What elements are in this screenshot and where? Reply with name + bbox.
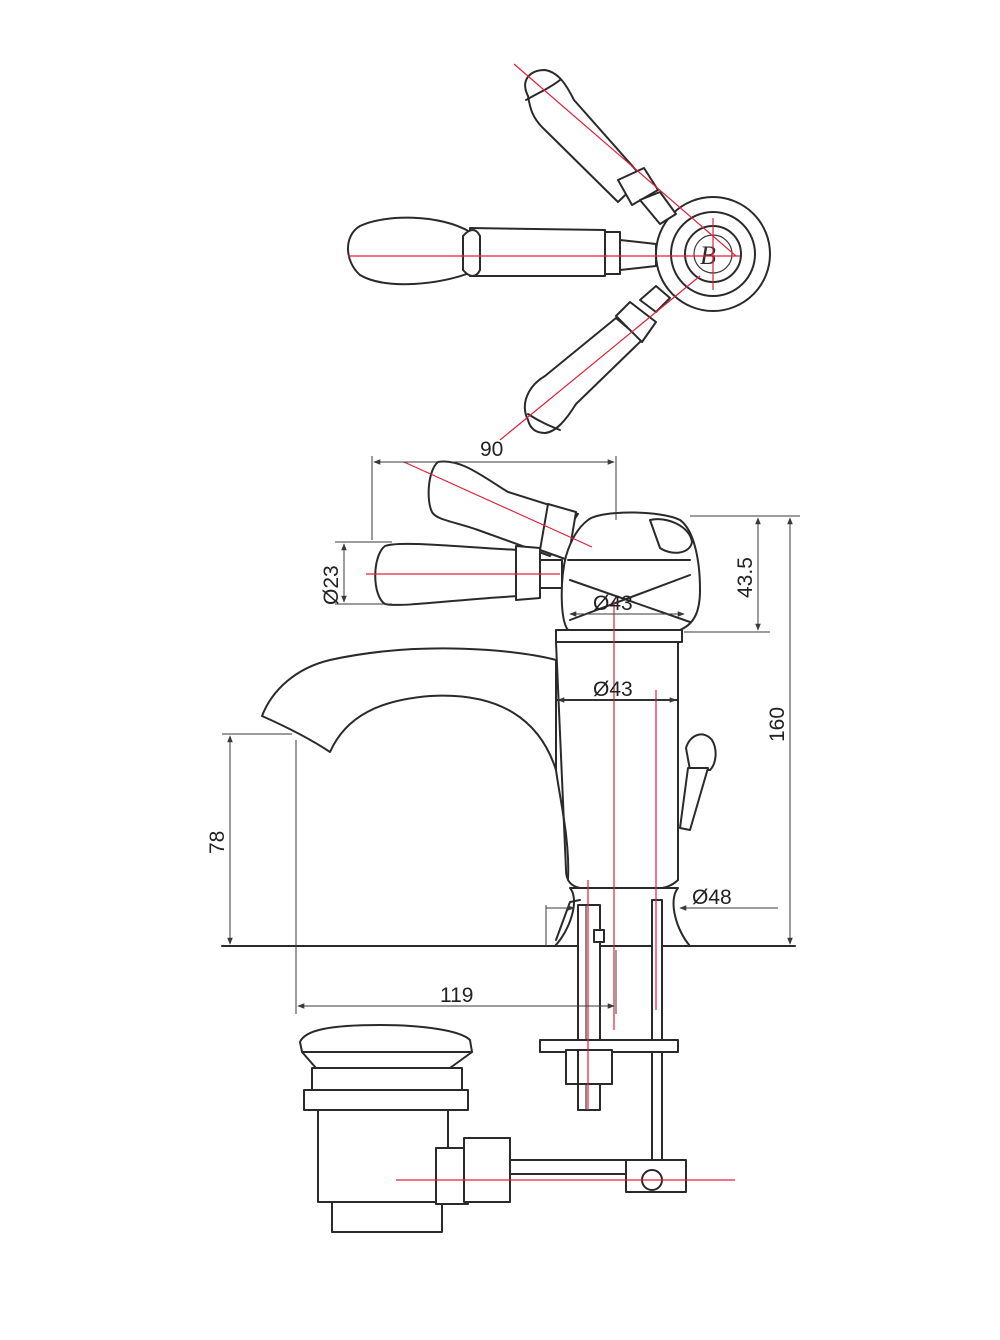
dim-handle-diameter: Ø23 bbox=[320, 565, 343, 605]
popup-waste bbox=[299, 1024, 687, 1233]
lift-rod-lower bbox=[651, 899, 663, 1171]
base-flange bbox=[554, 887, 691, 947]
dim-top-diameter: Ø43 bbox=[593, 592, 633, 615]
hub-middle-ring bbox=[670, 211, 756, 297]
dim-spout-reach: 119 bbox=[440, 984, 473, 1007]
dim-total-height: 160 bbox=[766, 707, 789, 742]
elevation-view bbox=[221, 460, 796, 1233]
dim-body-diameter: Ø43 bbox=[593, 678, 633, 701]
dim-base-diameter: Ø48 bbox=[692, 886, 732, 909]
dim-top-height: 43.5 bbox=[734, 557, 757, 598]
spout bbox=[261, 647, 557, 771]
dim-spout-height: 78 bbox=[206, 831, 229, 854]
lever-lower-plan bbox=[523, 285, 671, 434]
lever-left-plan bbox=[347, 216, 657, 286]
dimensions: 90 Ø23 Ø43 Ø43 43.5 160 78 Ø48 bbox=[206, 438, 800, 1014]
lever-upper-plan bbox=[524, 69, 677, 225]
valve-head bbox=[555, 511, 701, 643]
plan-view: B bbox=[347, 63, 771, 441]
dim-handle-span: 90 bbox=[480, 438, 503, 461]
lift-rod bbox=[679, 733, 717, 831]
